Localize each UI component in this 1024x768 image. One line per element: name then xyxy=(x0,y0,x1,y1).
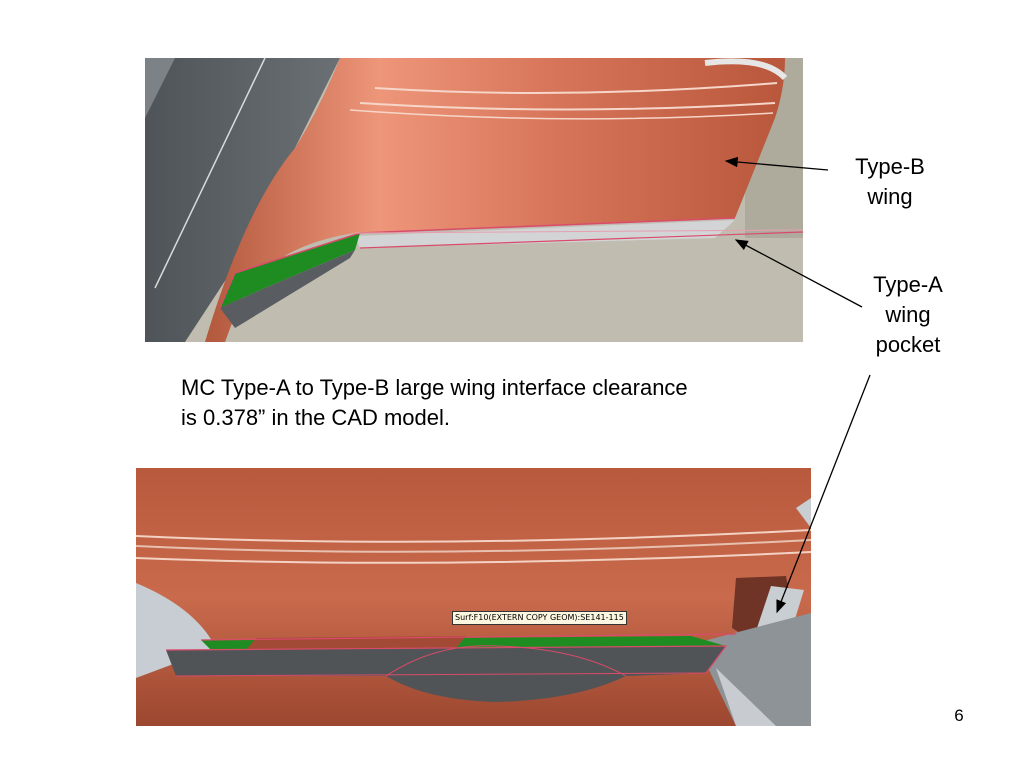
callout-line: pocket xyxy=(875,332,941,357)
callout-line: wing xyxy=(867,184,913,209)
callout-line: Type-A xyxy=(873,272,943,297)
caption-line: is 0.378” in the CAD model. xyxy=(181,405,451,430)
cad-render-top xyxy=(145,58,803,342)
callout-line: Type-B xyxy=(855,154,925,179)
callout-type-b-wing: Type-B wing xyxy=(830,152,950,212)
page-number: 6 xyxy=(954,706,964,725)
callout-line: wing xyxy=(885,302,931,327)
caption-line: MC Type-A to Type-B large wing interface… xyxy=(181,375,688,400)
cad-render-bottom: Surf:F10(EXTERN COPY GEOM):SE141-115 xyxy=(136,468,811,726)
caption-text: MC Type-A to Type-B large wing interface… xyxy=(181,373,801,433)
callout-type-a-wing-pocket: Type-A wing pocket xyxy=(848,270,968,360)
cad-surface-tooltip: Surf:F10(EXTERN COPY GEOM):SE141-115 xyxy=(452,611,627,625)
